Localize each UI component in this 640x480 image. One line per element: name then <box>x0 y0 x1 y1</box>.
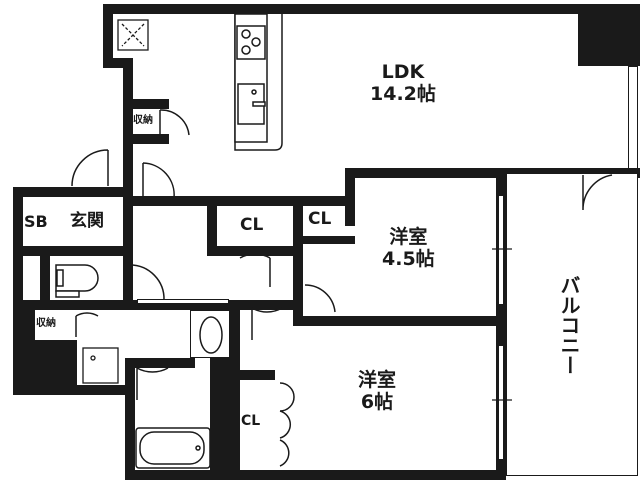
wall <box>13 385 125 395</box>
wall <box>293 206 303 324</box>
wall <box>293 316 503 326</box>
room-label-storage-ldk: 収納 <box>133 115 153 126</box>
room-label-ldk: LDK 14.2帖 <box>370 61 436 106</box>
wall <box>133 99 169 109</box>
room-label-storage-wash: 収納 <box>36 318 56 329</box>
wall <box>103 58 133 68</box>
wall <box>125 470 505 480</box>
window <box>498 345 504 460</box>
wall <box>123 187 133 303</box>
room-label-closet-hall: CL <box>240 215 264 235</box>
room-label-shoebox: SB <box>24 212 48 231</box>
room-label-closet-45: CL <box>308 209 332 229</box>
structural-column <box>578 4 640 66</box>
wall <box>13 246 133 256</box>
room-size: 6帖 <box>360 390 394 413</box>
room-size: 14.2帖 <box>370 82 436 105</box>
room-label-balcony: バルコニー <box>557 275 581 375</box>
room-label-bedroom-45: 洋室 4.5帖 <box>382 226 435 271</box>
wall <box>345 168 640 178</box>
wall <box>13 187 123 197</box>
kitchen-counter <box>234 13 283 151</box>
room-name: LDK <box>381 61 425 83</box>
room-label-closet-6: CL <box>241 413 261 429</box>
doors <box>71 109 613 467</box>
wall <box>230 300 300 310</box>
room-name: 洋室 <box>358 369 397 391</box>
wall <box>230 303 240 480</box>
wall <box>103 4 640 14</box>
washing-machine-icon <box>82 347 119 384</box>
vent-icon <box>117 19 149 51</box>
wall <box>13 187 23 395</box>
wall <box>210 358 230 480</box>
wall <box>123 58 133 198</box>
bathtub-icon <box>135 427 211 469</box>
room-size: 4.5帖 <box>382 247 435 270</box>
wall <box>125 358 195 368</box>
balcony-railing <box>506 174 638 476</box>
room-label-entrance: 玄関 <box>70 211 104 231</box>
wall <box>13 300 238 310</box>
wall <box>240 370 275 380</box>
wall <box>303 236 355 244</box>
wall <box>103 4 113 68</box>
room-name: 洋室 <box>389 226 428 248</box>
wall <box>40 256 50 302</box>
wall <box>496 178 506 480</box>
wall <box>133 196 355 206</box>
wall <box>13 310 35 395</box>
sliding-door[interactable] <box>137 299 229 304</box>
wall <box>125 358 135 480</box>
partition <box>190 310 230 358</box>
washbasin-icon <box>199 316 223 354</box>
wall <box>133 134 169 144</box>
room-label-bedroom-6: 洋室 6帖 <box>358 369 397 414</box>
wall <box>207 206 217 256</box>
toilet-icon <box>55 264 99 298</box>
window <box>498 195 504 305</box>
wall <box>207 246 297 256</box>
